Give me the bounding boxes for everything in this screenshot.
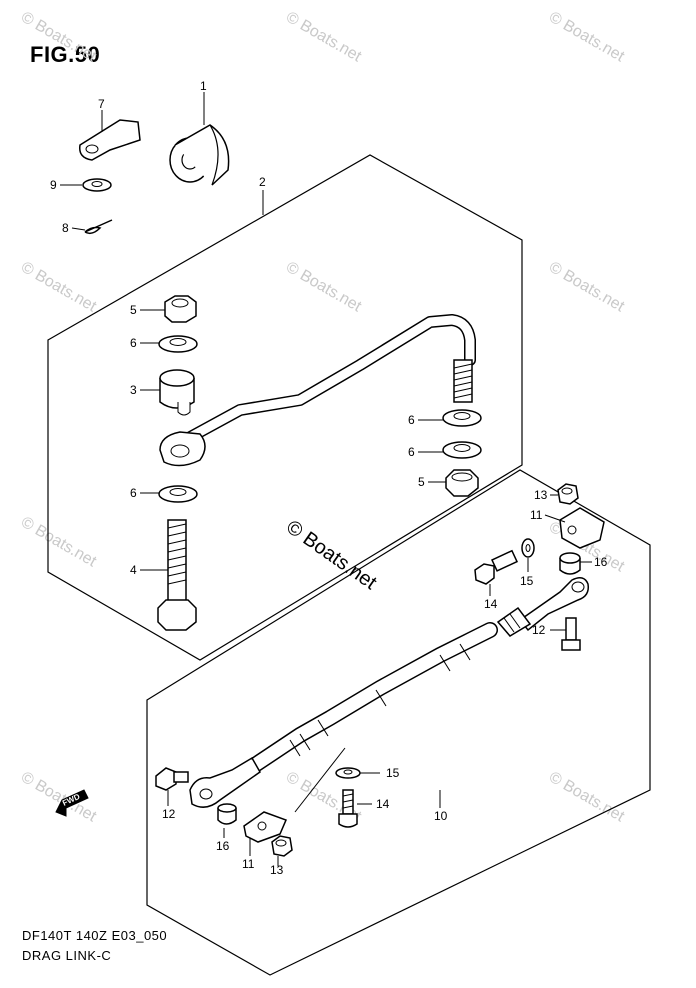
callout-14: 14 bbox=[376, 797, 390, 811]
part-11-bracket bbox=[243, 811, 288, 856]
right-rod-end bbox=[496, 577, 590, 637]
part-1-grommet bbox=[169, 92, 230, 186]
callout-7: 7 bbox=[98, 97, 105, 111]
callout-13: 13 bbox=[270, 863, 284, 877]
left-rod-end bbox=[189, 756, 261, 808]
part-8-cotter-pin bbox=[71, 219, 113, 235]
callout-12: 12 bbox=[162, 807, 176, 821]
callout-9: 9 bbox=[50, 178, 57, 192]
callout-11: 11 bbox=[242, 857, 255, 871]
part-5-nut bbox=[140, 295, 197, 323]
watermark: © Boats.net bbox=[18, 259, 100, 316]
watermark: © Boats.net bbox=[546, 769, 628, 826]
part-14-bolt bbox=[338, 789, 372, 828]
callout-5: 5 bbox=[418, 475, 425, 489]
callout-8: 8 bbox=[62, 221, 69, 235]
part-9-washer bbox=[60, 178, 112, 192]
assembly-2-outline bbox=[47, 154, 523, 661]
part-6-washer bbox=[418, 409, 482, 427]
callout-14: 14 bbox=[484, 597, 498, 611]
watermark: © Boats.net bbox=[283, 9, 365, 66]
callout-16: 16 bbox=[216, 839, 230, 853]
model-code: DF140T 140Z E03_050 bbox=[22, 928, 168, 943]
part-7-bracket bbox=[79, 110, 141, 161]
part-12-bolt bbox=[155, 767, 189, 806]
callout-16: 16 bbox=[594, 555, 608, 569]
part-15-washer bbox=[521, 538, 535, 572]
part-14-bolt bbox=[474, 549, 519, 596]
callouts: 1 7 9 2 8 5 6 3 6 6 5 6 13 11 16 4 15 14… bbox=[50, 79, 608, 877]
callout-2: 2 bbox=[259, 175, 266, 189]
callout-12: 12 bbox=[532, 623, 546, 637]
watermark: © Boats.net bbox=[18, 9, 100, 66]
assembly-name: DRAG LINK-C bbox=[22, 948, 112, 963]
figure-title: FIG.50 bbox=[30, 42, 101, 67]
drag-link-rod bbox=[159, 314, 476, 467]
part-6-washer bbox=[140, 335, 198, 353]
callout-1: 1 bbox=[200, 79, 207, 93]
part-6-washer bbox=[418, 441, 482, 459]
assembly-10-outline bbox=[146, 469, 651, 976]
callout-6: 6 bbox=[408, 445, 415, 459]
callout-6: 6 bbox=[130, 486, 137, 500]
watermark-center: © Boats.net bbox=[282, 516, 381, 594]
part-4-bolt bbox=[140, 519, 197, 631]
callout-3: 3 bbox=[130, 383, 137, 397]
watermark: © Boats.net bbox=[283, 259, 365, 316]
part-13-nut bbox=[271, 835, 293, 866]
watermark: © Boats.net bbox=[18, 514, 100, 571]
part-16-bushing bbox=[559, 552, 592, 575]
part-11-bracket bbox=[544, 507, 605, 549]
part-6-washer bbox=[140, 485, 198, 503]
callout-13: 13 bbox=[534, 488, 548, 502]
callout-15: 15 bbox=[386, 766, 400, 780]
watermark: © Boats.net bbox=[546, 259, 628, 316]
part-16-bushing bbox=[217, 803, 237, 838]
part-13-nut bbox=[550, 483, 579, 505]
part-15-washer bbox=[335, 767, 380, 779]
watermark: © Boats.net bbox=[546, 9, 628, 66]
callout-11: 11 bbox=[530, 508, 543, 522]
callout-6: 6 bbox=[408, 413, 415, 427]
callout-6: 6 bbox=[130, 336, 137, 350]
callout-10: 10 bbox=[434, 809, 448, 823]
callout-15: 15 bbox=[520, 574, 534, 588]
callout-5: 5 bbox=[130, 303, 137, 317]
adjustable-rod bbox=[247, 622, 498, 773]
part-3-bushing bbox=[140, 369, 195, 416]
part-5-nut bbox=[428, 469, 479, 497]
part-12-bolt bbox=[550, 617, 581, 651]
callout-4: 4 bbox=[130, 563, 137, 577]
